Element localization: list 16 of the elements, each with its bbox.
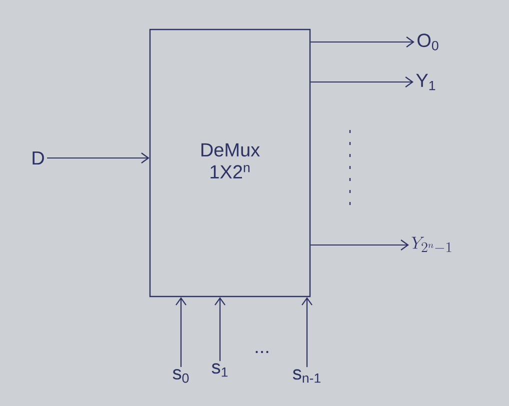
demux-box: DeMux 1X2$^{n}$ — [149, 28, 311, 298]
signal-label: s$_{1}$ — [212, 363, 228, 377]
arrow — [47, 152, 150, 164]
signal-label: D — [32, 151, 44, 165]
arrow — [214, 297, 226, 362]
ellipsis-label: ... — [256, 350, 268, 353]
arrow — [302, 297, 312, 368]
signal-label: O$_{0}$ — [418, 34, 438, 50]
signal-label: Y$_{1}$ — [416, 74, 436, 90]
signal-label: s$_{0}$ — [172, 369, 189, 383]
arrow — [310, 240, 409, 250]
arrow — [310, 76, 414, 88]
signal-label: $Y_{2^{n}-1}$ — [412, 236, 452, 252]
arrow — [310, 36, 414, 48]
arrow — [176, 297, 186, 367]
signal-label: s$_{n-1}$ — [292, 369, 320, 383]
